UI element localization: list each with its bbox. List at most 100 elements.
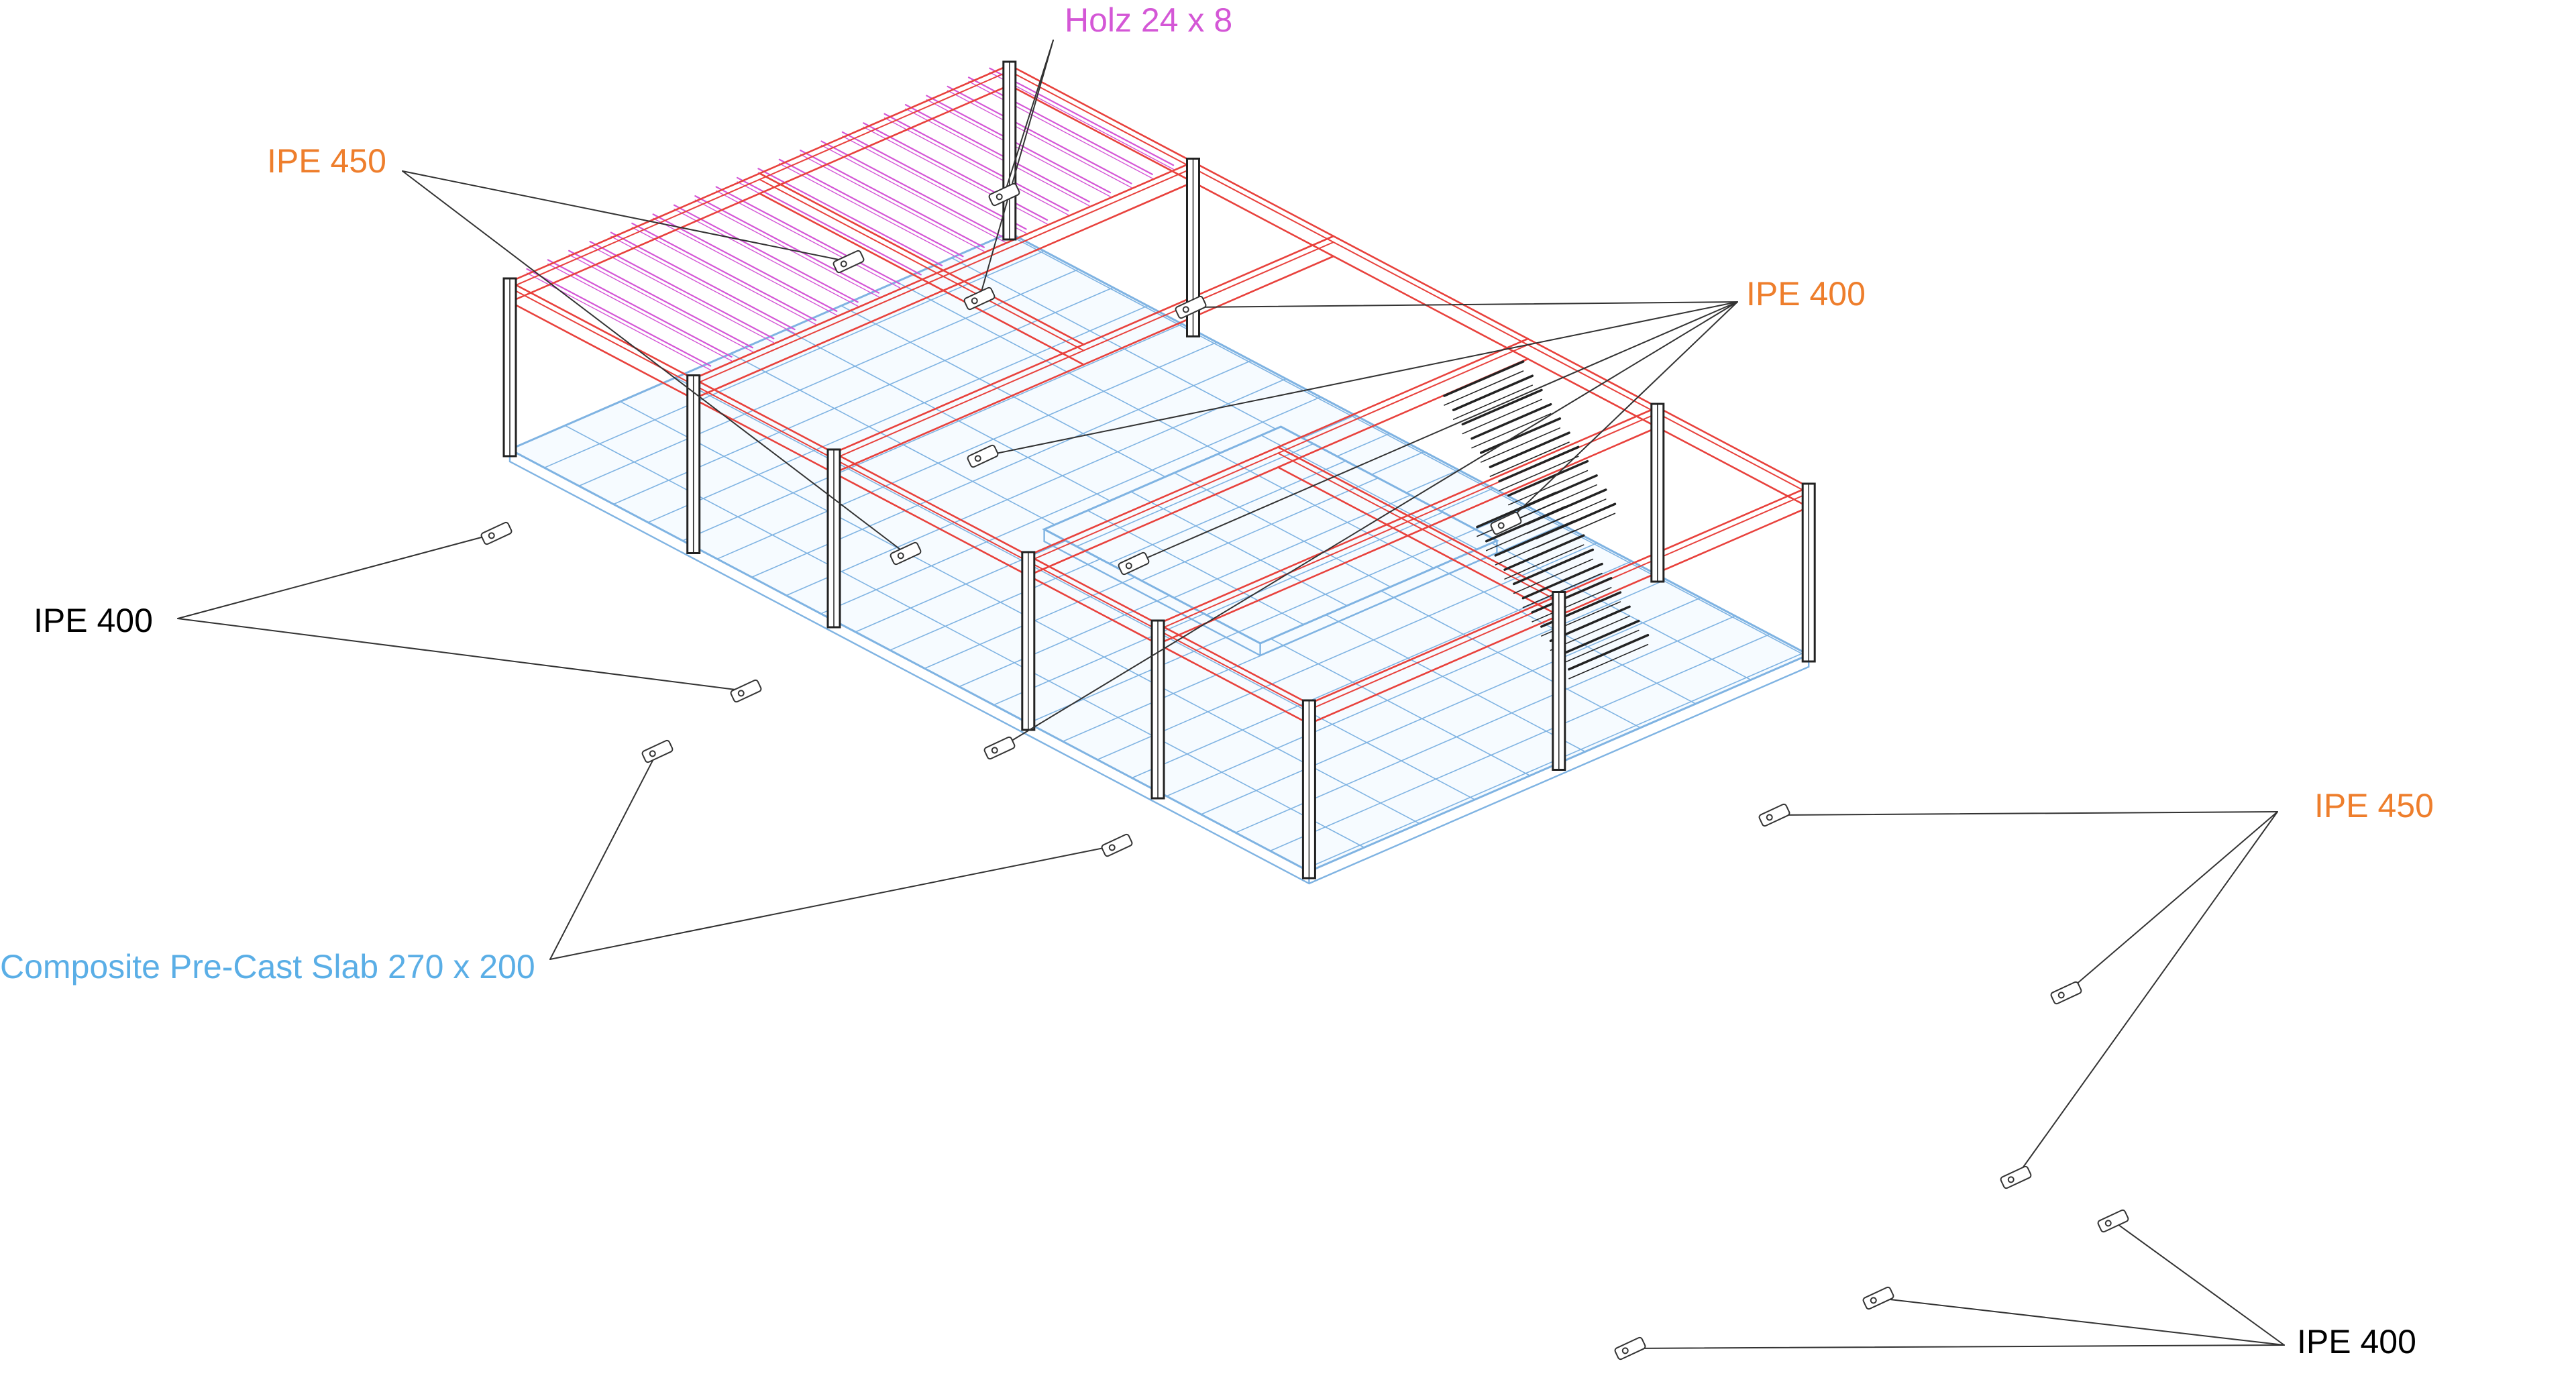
tag-box xyxy=(983,736,1016,760)
stair-lower-riser xyxy=(1513,558,1594,594)
tag-dot xyxy=(1125,562,1132,570)
tag-dot xyxy=(1621,1347,1629,1354)
stair-upper-riser xyxy=(1489,441,1570,477)
label-slab: Composite Pre-Cast Slab 270 x 200 xyxy=(0,948,535,985)
timber-joist xyxy=(715,186,901,285)
leader-2-4 xyxy=(1505,301,1738,524)
timber-joist xyxy=(589,241,775,339)
beam-tag-4-1 xyxy=(1101,833,1133,857)
timber-joist xyxy=(652,213,838,312)
timber-joist xyxy=(904,104,1090,203)
timber-joist xyxy=(967,76,1153,175)
steel-beam-1-top xyxy=(508,280,1310,705)
tag-box xyxy=(1490,511,1522,535)
beam-tag-4-0 xyxy=(641,739,674,763)
stair-upper-tread xyxy=(1443,360,1525,397)
beam-tag-2-4 xyxy=(1490,511,1522,535)
tag-box xyxy=(963,286,996,311)
slab-upper-line xyxy=(1260,434,1478,550)
slab-upper-line xyxy=(1130,491,1348,606)
tag-dot xyxy=(974,455,981,462)
leader-6-1 xyxy=(1878,1297,2285,1346)
stair-lower-tread xyxy=(1485,505,1567,543)
tag-dot xyxy=(649,750,656,757)
beam-tag-3-0 xyxy=(480,521,513,545)
steel-beam-4-bottom xyxy=(759,193,945,292)
steel-beam-10-top xyxy=(942,269,1085,345)
timber-joist-edge xyxy=(905,108,1090,207)
leader-0-0 xyxy=(1004,40,1054,195)
tag-dot xyxy=(2007,1176,2015,1183)
slab-upper-line xyxy=(1087,510,1305,625)
slab-lower-line xyxy=(1131,560,1632,779)
stair-upper-tread xyxy=(1489,431,1570,468)
timber-joist xyxy=(631,222,817,321)
beam-tag-2-0 xyxy=(1175,295,1207,319)
slab-lower-line xyxy=(1166,578,1667,797)
timber-joist-edge xyxy=(820,144,1006,243)
stair-upper-tread xyxy=(1498,445,1580,483)
timber-joist-edge xyxy=(568,254,753,352)
steel-column-0 xyxy=(502,277,517,458)
slab-upper-edge xyxy=(1043,540,1261,657)
tag-box xyxy=(1862,1286,1894,1310)
stair-upper-riser xyxy=(1452,384,1534,420)
stair-lower-tread xyxy=(1568,634,1650,671)
beam-tag-6-0 xyxy=(2097,1209,2129,1233)
timber-joist xyxy=(610,231,796,331)
slab-upper-line xyxy=(1173,472,1391,588)
stair-upper-riser xyxy=(1444,370,1524,406)
tag-dot xyxy=(996,193,1003,201)
steel-beam-9-flange xyxy=(1277,452,1560,602)
timber-joist xyxy=(547,259,733,358)
stair-lower-tread xyxy=(1512,548,1595,586)
leader-3-1 xyxy=(177,618,747,692)
tag-box xyxy=(833,250,865,274)
slab-lower-edge xyxy=(508,460,1310,885)
leader-5-1 xyxy=(2065,811,2278,994)
beam-tag-1-0 xyxy=(833,250,865,274)
timber-joist-edge xyxy=(800,154,985,252)
stair-upper-riser xyxy=(1499,456,1579,492)
steel-column-1 xyxy=(1002,60,1017,241)
beam-tag-3-1 xyxy=(730,679,762,703)
tag-dot xyxy=(991,747,998,754)
tag-box xyxy=(641,739,674,763)
slab-lower-line xyxy=(578,268,1079,487)
leader-2-0 xyxy=(1190,301,1738,308)
slab-lower-line xyxy=(1097,542,1598,761)
leader-2-2 xyxy=(1133,301,1738,564)
timber-joist-edge xyxy=(631,227,816,325)
slab-upper-line xyxy=(1140,477,1379,582)
steel-beam-9-bottom xyxy=(1277,466,1560,617)
slab-lower-line xyxy=(1200,597,1701,815)
timber-joist xyxy=(989,67,1175,166)
timber-joist-edge xyxy=(883,117,1069,215)
steel-column-9 xyxy=(1552,591,1566,771)
stair-upper-riser xyxy=(1508,470,1589,506)
tag-box xyxy=(988,182,1020,207)
timber-joist xyxy=(568,250,754,349)
timber-joist xyxy=(841,131,1027,230)
slab-lower-line xyxy=(647,305,1148,523)
stair-upper-riser xyxy=(1471,413,1552,449)
steel-beam-1-flange xyxy=(509,287,1310,710)
slab-lower-edge xyxy=(1308,665,1810,885)
timber-joist-edge xyxy=(547,263,733,362)
stair-lower-tread xyxy=(1503,534,1585,571)
timber-joist-edge xyxy=(526,272,711,371)
timber-joist-edge xyxy=(968,81,1153,179)
steel-beam-1 xyxy=(508,280,1310,725)
steel-beam-10-flange xyxy=(943,276,1085,352)
annotation-leaders xyxy=(177,40,2285,1349)
leader-1-0 xyxy=(402,170,849,262)
slab-upper-line xyxy=(1076,443,1314,547)
steel-column-5 xyxy=(1021,551,1036,731)
stair-lower-riser xyxy=(1485,515,1566,551)
tag-dot xyxy=(971,297,978,305)
slab-lower-line xyxy=(619,401,1420,824)
timber-joist xyxy=(778,158,964,258)
stair-lower-tread xyxy=(1494,520,1576,557)
steel-column-8 xyxy=(1301,699,1316,879)
